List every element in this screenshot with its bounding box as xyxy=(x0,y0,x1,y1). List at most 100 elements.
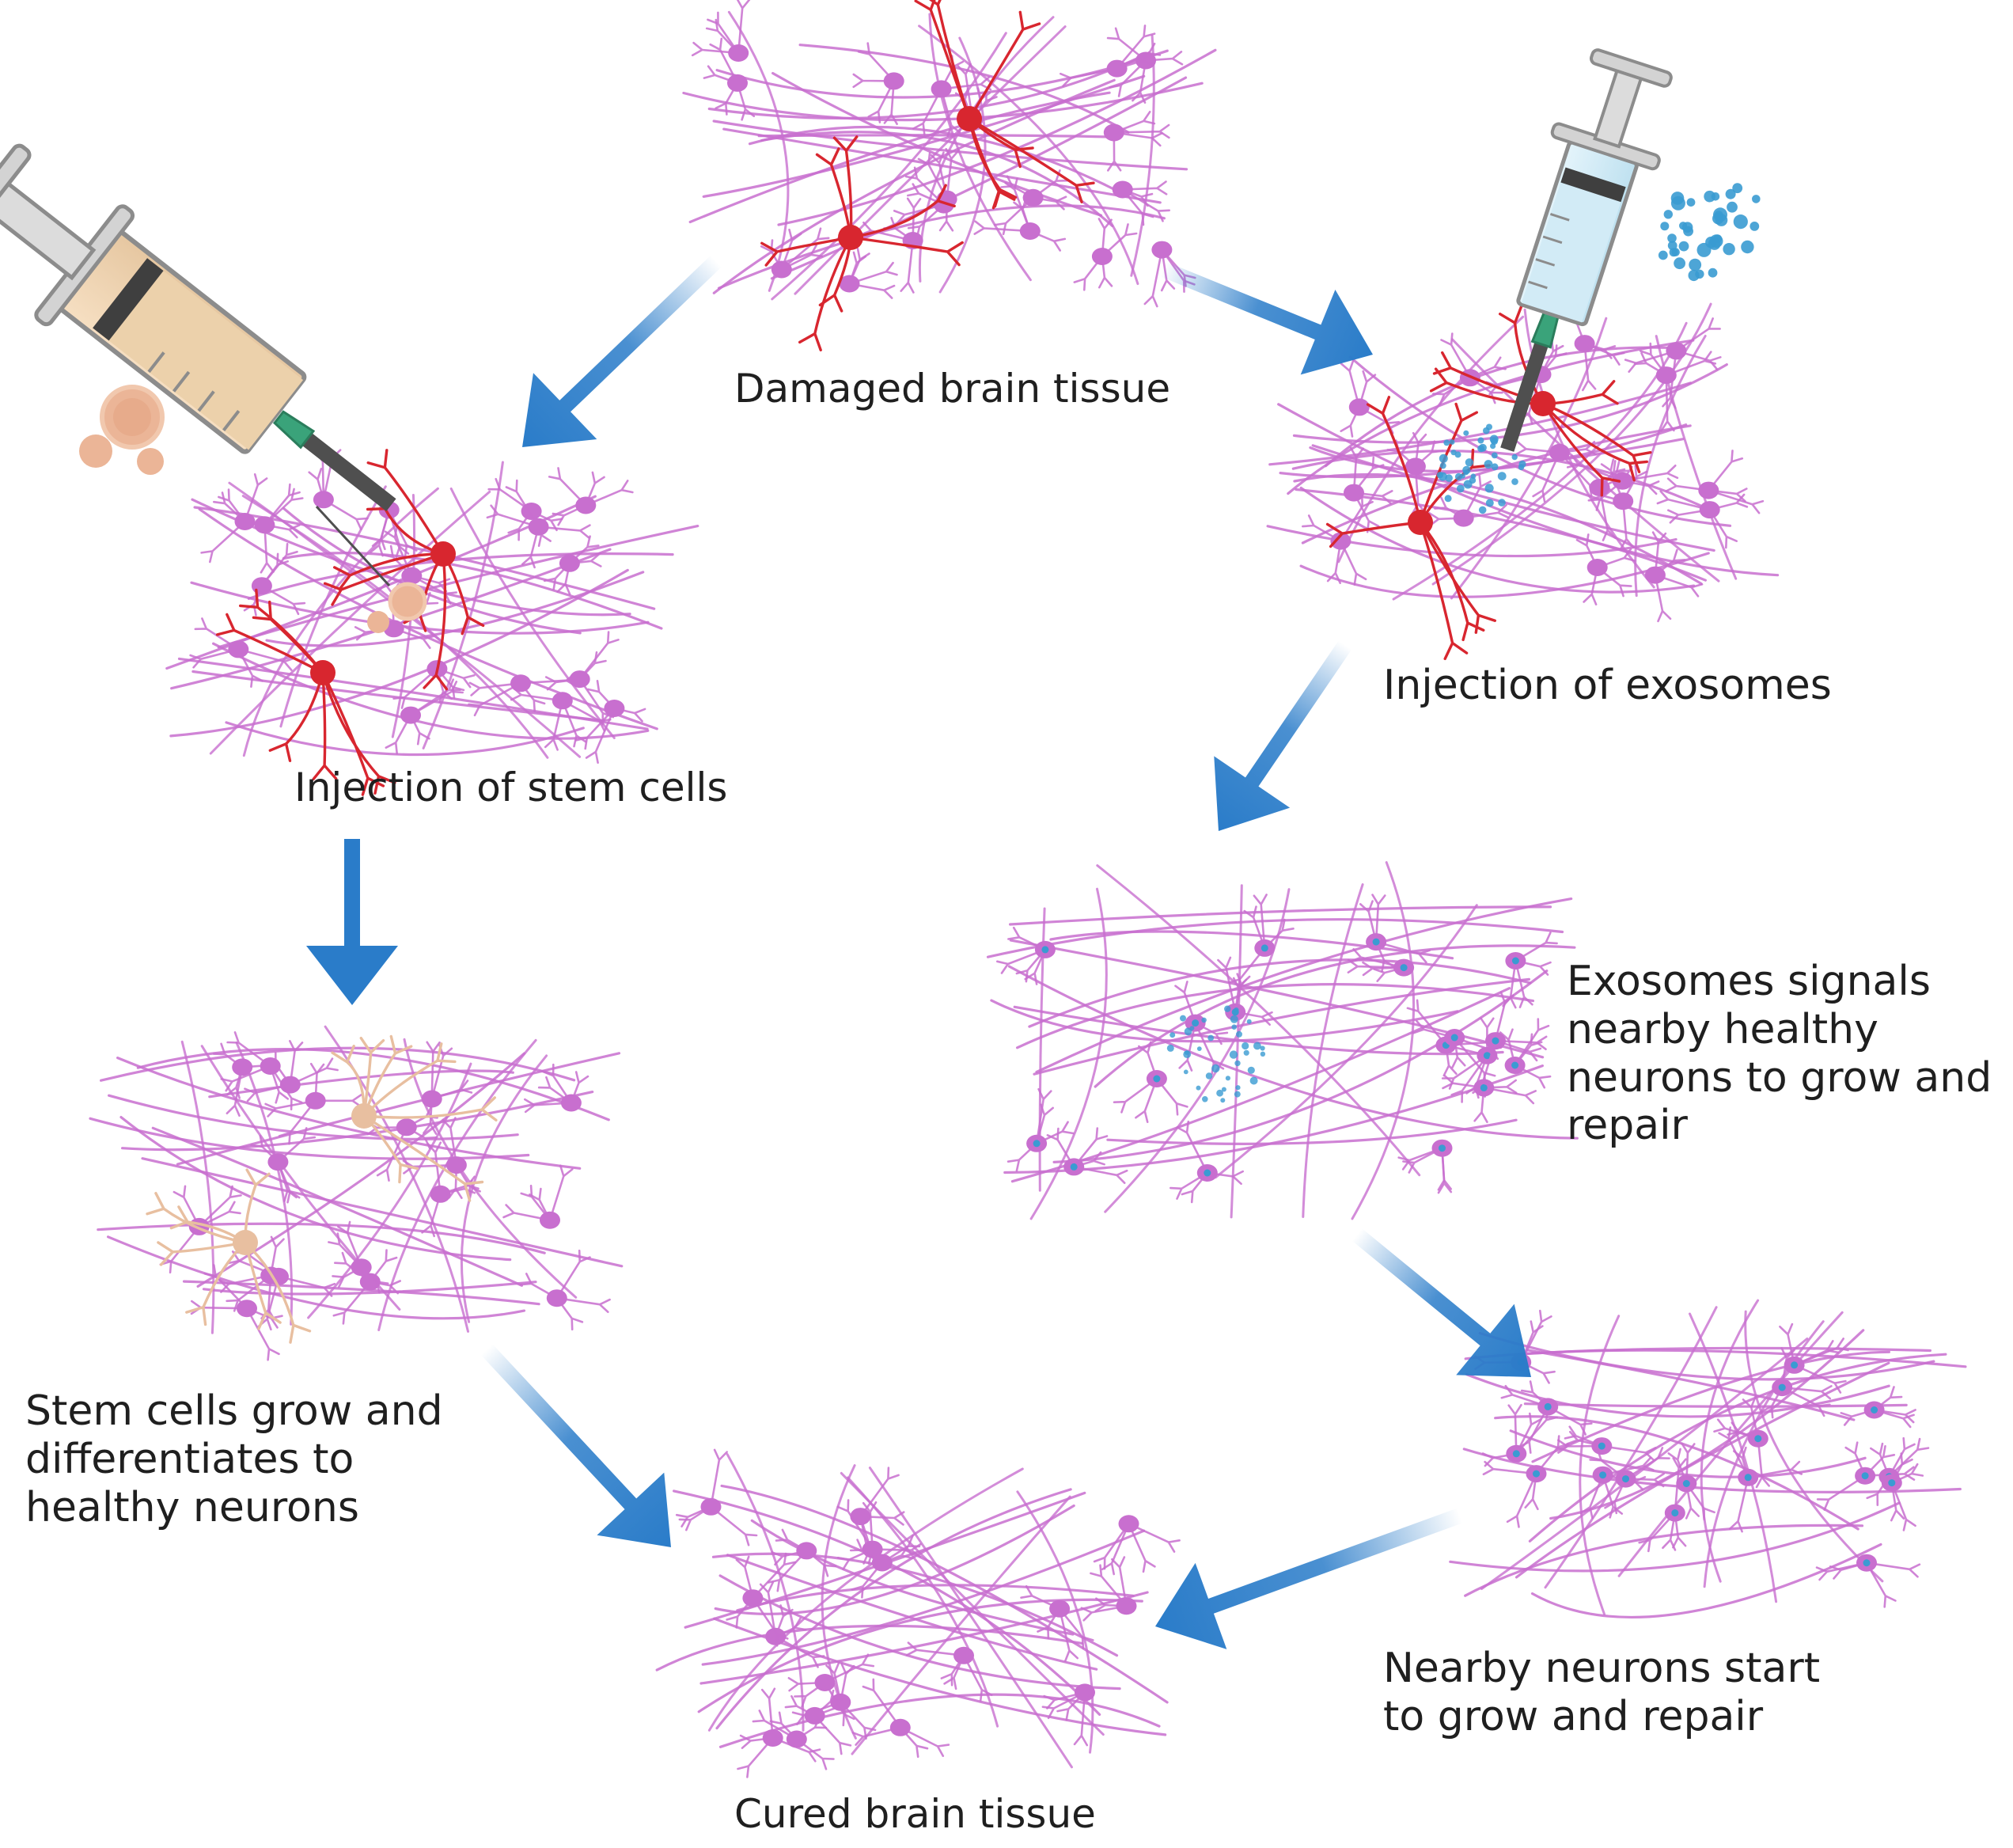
arrow-shape xyxy=(1154,1508,1463,1649)
neuron-fiber xyxy=(1744,1310,1884,1583)
neuron-fiber xyxy=(712,78,1116,294)
neuron-fiber xyxy=(176,1052,621,1166)
neuron-fiber xyxy=(682,82,1204,122)
neuron-fiber xyxy=(1449,1501,1901,1573)
neuron-body xyxy=(396,1118,417,1137)
neuron-nucleus xyxy=(1480,1083,1488,1091)
damaged-brain-tissue xyxy=(682,0,1217,351)
exosome-dot xyxy=(1750,222,1760,231)
exosome-dot xyxy=(1663,210,1673,219)
neuron-body xyxy=(313,491,334,509)
label-injection-of-exosomes: Injection of exosomes xyxy=(1383,662,1832,709)
exosome-dot xyxy=(1681,222,1693,233)
neuron-fiber xyxy=(918,25,1139,286)
neuron-fiber xyxy=(121,1091,594,1152)
neuron-fiber xyxy=(715,1488,1072,1730)
exosome-dot xyxy=(1688,269,1700,282)
neuron-body xyxy=(814,1674,836,1691)
exosome-dot xyxy=(1196,1046,1202,1051)
neuron-fiber xyxy=(1230,884,1243,1219)
neuron-body xyxy=(1574,335,1595,353)
label-line: differentiates to xyxy=(25,1435,354,1483)
neuron-fiber xyxy=(1700,1299,1760,1583)
neuron-fiber xyxy=(1351,861,1416,1220)
neuron-body xyxy=(850,1508,871,1526)
neuron-body xyxy=(883,72,904,90)
neuron-body xyxy=(1330,532,1351,550)
neuron-body xyxy=(528,518,549,536)
exosome-dot xyxy=(1231,1024,1237,1030)
neuron-fiber xyxy=(1029,887,1108,1220)
neuron-nucleus xyxy=(1439,1144,1446,1152)
exosome-dot xyxy=(1170,1032,1176,1038)
neuron-fiber xyxy=(714,1504,1075,1615)
neuron-nucleus xyxy=(1204,1169,1211,1177)
exosome-dot xyxy=(1741,240,1754,254)
label-line: Stem cells grow and xyxy=(25,1387,443,1435)
neuron-fiber xyxy=(307,1062,472,1319)
neuron-fiber xyxy=(169,568,629,738)
repairing-tissue xyxy=(1449,1299,1967,1619)
exosome-dot xyxy=(1678,241,1689,252)
neuron-fiber xyxy=(190,581,650,635)
special-neuron-body xyxy=(310,660,336,685)
label-stem-cells-grow: Stem cells grow and differentiates to he… xyxy=(25,1387,443,1531)
neuron-body xyxy=(401,567,423,585)
exosome-dot xyxy=(1444,495,1452,503)
neuron-fiber xyxy=(1266,525,1678,558)
dendrite xyxy=(710,1448,728,1508)
neuron-fiber xyxy=(1324,346,1684,468)
neuron-nucleus xyxy=(1450,1034,1458,1042)
exosome-dot xyxy=(1498,499,1506,507)
neuron-nucleus xyxy=(1682,1480,1690,1487)
special-dendrite xyxy=(323,552,445,606)
special-neuron-body xyxy=(957,106,982,131)
neuron-body xyxy=(728,44,749,62)
neuron-fiber xyxy=(449,488,616,739)
exosome-dot xyxy=(1242,1042,1249,1050)
label-line: healthy neurons xyxy=(25,1483,359,1531)
neuron-nucleus xyxy=(1041,946,1049,954)
neuron-body xyxy=(804,1706,825,1725)
exosome-dot xyxy=(1234,1060,1241,1067)
exosome-dot xyxy=(1220,1098,1226,1103)
neuron-fiber xyxy=(718,1693,1161,1748)
exosome-dot xyxy=(1478,506,1487,514)
exosome-dot xyxy=(1450,450,1457,456)
special-neuron-body xyxy=(1408,510,1433,535)
exosome-dot xyxy=(1463,430,1469,436)
neuron-fiber xyxy=(918,16,1055,283)
exosome-dot xyxy=(1205,1072,1213,1080)
neuron-body xyxy=(604,700,625,717)
exosome-dot xyxy=(1211,1064,1220,1073)
neuron-nucleus xyxy=(1511,957,1519,965)
exosome-dot xyxy=(1725,188,1736,199)
exosome-dot xyxy=(1184,1027,1192,1036)
neuron-nucleus xyxy=(1033,1140,1041,1148)
neuron-fiber xyxy=(713,1617,1167,1736)
neuron-fiber xyxy=(1214,904,1478,1179)
exosome-dot xyxy=(1732,183,1743,194)
neuron-fiber xyxy=(1523,1402,1908,1408)
neuron-nucleus xyxy=(1671,1509,1679,1517)
label-line: neurons to grow and xyxy=(1567,1053,1992,1102)
special-neuron-body xyxy=(351,1103,377,1129)
neuron-fiber xyxy=(1511,1346,1931,1357)
exosome-dot xyxy=(1236,1030,1242,1038)
neuron-nucleus xyxy=(1863,1559,1871,1567)
stem-cell-needle xyxy=(315,505,391,587)
exosome-dot xyxy=(1243,1049,1249,1056)
neuron-fiber xyxy=(673,1489,1101,1716)
special-dendrite xyxy=(362,1096,498,1121)
exosome-dot xyxy=(1485,499,1494,507)
neuron-fiber xyxy=(1013,1005,1504,1056)
neuron-body xyxy=(232,1058,253,1076)
neuron-body xyxy=(234,513,256,530)
neuron-body xyxy=(1106,59,1128,78)
neuron-fiber xyxy=(212,642,650,740)
neuron-nucleus xyxy=(1754,1435,1762,1443)
neuron-fiber xyxy=(1450,317,1608,600)
exosome-dot xyxy=(1180,1015,1186,1022)
neuron-body xyxy=(1549,443,1570,461)
exosome-dot xyxy=(1463,469,1469,476)
